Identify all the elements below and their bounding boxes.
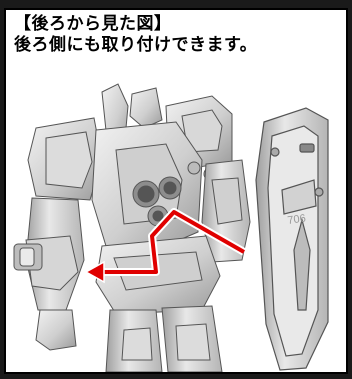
shield-marking: 706 xyxy=(287,213,307,227)
robot-figure xyxy=(13,83,251,372)
red-arrow-icon xyxy=(84,208,246,284)
illustration-panel: 【後ろから見た図】 後ろ側にも取り付けできます。 xyxy=(4,8,348,374)
caption-title: 【後ろから見た図】 xyxy=(14,14,172,34)
caption-block: 【後ろから見た図】 後ろ側にも取り付けできます。 xyxy=(14,14,257,56)
robot-illustration: 706 xyxy=(13,83,329,372)
caption-subtitle: 後ろ側にも取り付けできます。 xyxy=(14,35,258,55)
shield-figure xyxy=(255,107,329,371)
